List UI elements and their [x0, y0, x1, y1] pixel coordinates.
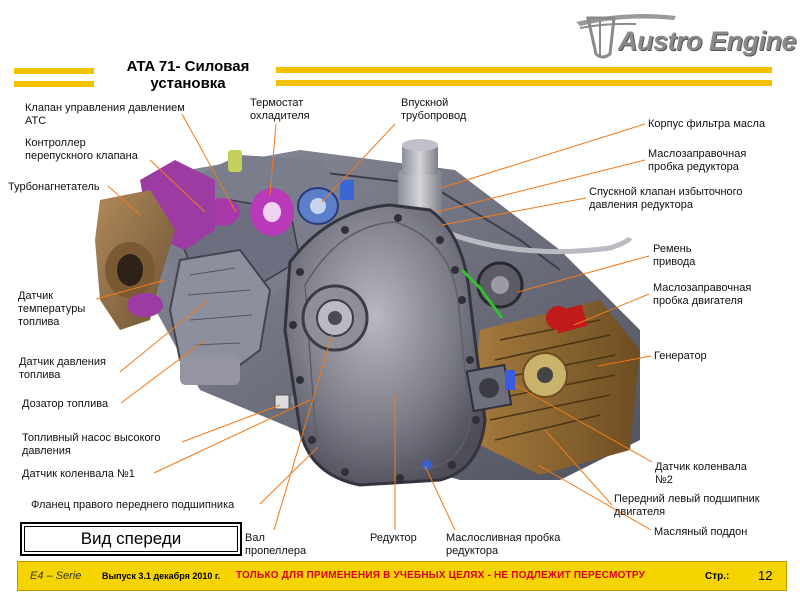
view-label-inner-border	[24, 526, 238, 552]
label-oil-filter-housing: Корпус фильтра масла	[648, 118, 766, 130]
footer-bar: E4 – Serie Выпуск 3.1 декабря 2010 г. ТО…	[17, 561, 787, 591]
breather-pipe	[444, 229, 633, 255]
footer-page-label: Стр.:	[705, 571, 730, 582]
label-gearbox-drain-plug: Маслосливная пробка редуктора	[446, 532, 561, 557]
label-atc-valve: Клапан управления давлением АТС	[25, 102, 185, 127]
label-intake-manifold: Впускной трубопровод	[401, 97, 467, 122]
header-stripe-right	[276, 67, 772, 73]
label-coolant-thermostat: Термостат охладителя	[250, 97, 310, 122]
label-crankshaft-sensor-2: Датчик коленвала №2	[655, 461, 747, 486]
header-stripe-left	[14, 68, 94, 74]
label-bypass-controller: Контроллер перепускного клапана	[25, 137, 138, 162]
gearbox-cover	[283, 203, 487, 487]
footer-series: E4 – Serie	[30, 570, 82, 582]
leader-lines	[95, 113, 653, 531]
belt-pulley	[476, 261, 588, 334]
label-engine-filler-plug: Маслозаправочная пробка двигателя	[653, 282, 752, 307]
green-hose	[460, 268, 504, 319]
label-left-front-bearing: Передний левый подшипник двигателя	[614, 493, 760, 518]
label-right-front-bearing: Фланец правого переднего подшипника	[31, 499, 235, 511]
label-drive-belt: Ремень привода	[653, 243, 696, 268]
view-label-box: Вид спереди	[20, 522, 242, 556]
flange-plate	[465, 363, 515, 413]
label-hp-fuel-pump: Топливный насос высокого давления	[22, 432, 161, 457]
label-generator: Генератор	[654, 350, 707, 362]
label-fuel-pressure-sensor: Датчик давления топлива	[19, 356, 106, 381]
label-fuel-temp-sensor: Датчик температуры топлива	[18, 290, 86, 328]
label-gearbox-relief-valve: Спускной клапан избыточного давления ред…	[589, 186, 743, 211]
footer-notice: ТОЛЬКО ДЛЯ ПРИМЕНЕНИЯ В УЧЕБНЫХ ЦЕЛЯХ - …	[236, 570, 646, 581]
footer-page-number: 12	[758, 568, 773, 583]
header-stripe-left-lower	[14, 81, 94, 87]
turbocharger	[95, 190, 175, 330]
view-label: Вид спереди	[80, 529, 182, 548]
page-title-line2: установка	[150, 75, 226, 92]
header-stripe-right-lower	[276, 80, 772, 86]
label-turbocharger: Турбонагнетатель	[8, 181, 100, 193]
footer-issue: Выпуск 3.1 декабря 2010 г.	[102, 571, 221, 581]
label-prop-shaft: Вал пропеллера	[245, 532, 307, 557]
label-oil-pan: Масляный поддон	[654, 526, 748, 538]
label-gearbox: Редуктор	[370, 532, 417, 544]
label-crankshaft-sensor-1: Датчик коленвала №1	[22, 468, 135, 480]
logo-wordmark: Austro Engine	[618, 26, 797, 56]
label-fuel-metering: Дозатор топлива	[22, 398, 109, 410]
page-title: ATA 71- Силовая установка	[100, 58, 276, 92]
austro-engine-logo	[576, 14, 676, 59]
label-gearbox-filler-plug: Маслозаправочная пробка редуктора	[648, 148, 747, 173]
page-title-line1: ATA 71- Силовая	[126, 58, 250, 75]
